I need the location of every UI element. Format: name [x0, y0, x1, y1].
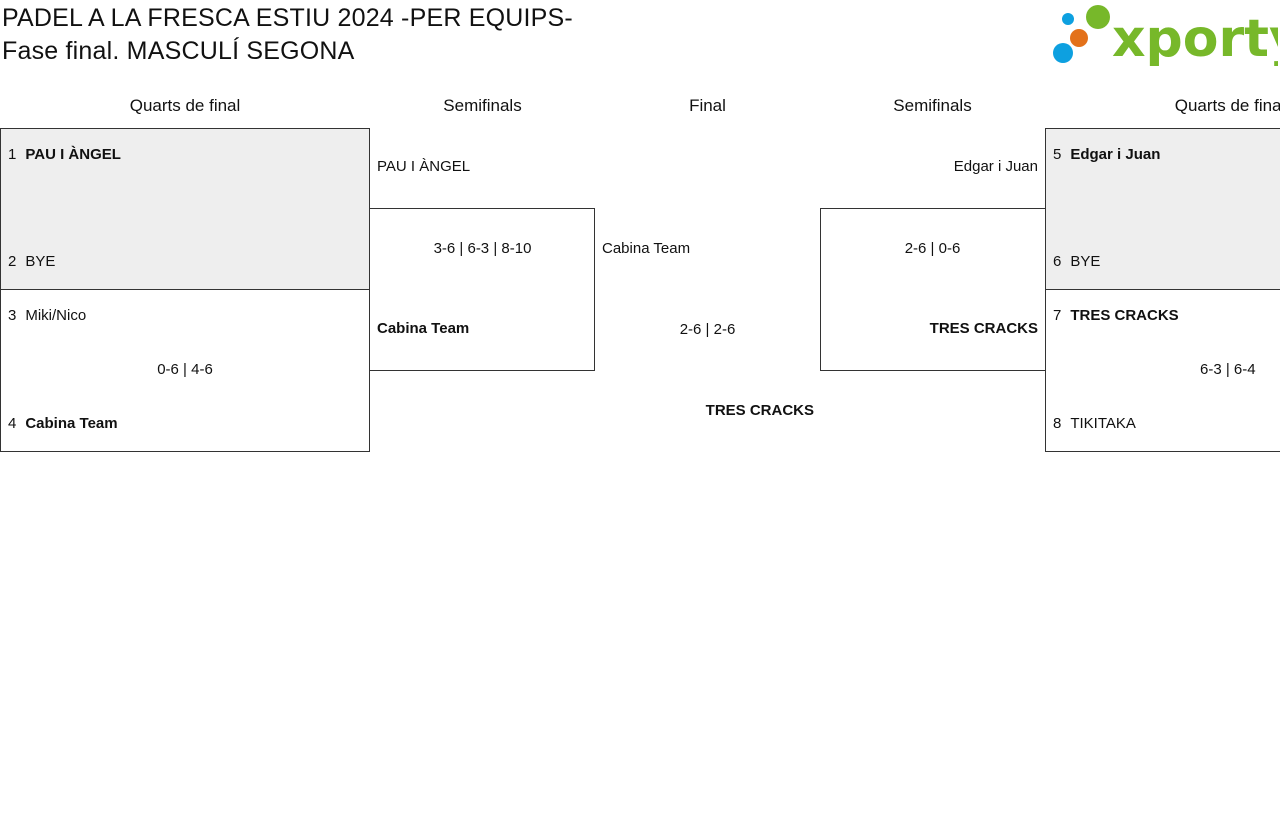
seed-number: 5 — [1053, 146, 1062, 163]
team-name: PAU I ÀNGEL — [25, 146, 121, 163]
match-score-right-qf2: 6-3 | 6-4 — [1200, 361, 1256, 378]
logo-wordmark: xporty — [1112, 9, 1278, 66]
seed-number: 3 — [8, 307, 17, 324]
logo-dot-blue-bottom — [1053, 43, 1073, 63]
round-label-final: Final — [689, 96, 726, 115]
xporty-logo[interactable]: xporty — [1052, 4, 1278, 66]
team-name: TRES CRACKS — [1070, 307, 1179, 324]
logo-dot-blue-top — [1062, 13, 1074, 25]
match-score-right-semi: 2-6 | 0-6 — [904, 240, 961, 257]
logo-dot-green — [1086, 5, 1110, 29]
team-row-right-qf2-b[interactable]: 8 TIKITAKA — [1053, 415, 1136, 432]
team-row-left-qf1-a[interactable]: 1 PAU I ÀNGEL — [8, 146, 121, 163]
match-card-right-qf1[interactable] — [1045, 128, 1280, 290]
team-name: Cabina Team — [25, 415, 118, 432]
page-title: PADEL A LA FRESCA ESTIU 2024 -PER EQUIPS… — [2, 2, 573, 68]
title-line-1: PADEL A LA FRESCA ESTIU 2024 -PER EQUIPS… — [2, 4, 573, 32]
team-row-right-qf1-a[interactable]: 5 Edgar i Juan — [1053, 146, 1160, 163]
team-name: BYE — [1070, 253, 1101, 270]
match-score-final: 2-6 | 2-6 — [679, 321, 736, 338]
round-label-left-quarters: Quarts de final — [129, 96, 241, 115]
match-card-right-semi[interactable] — [820, 208, 1046, 371]
seed-number: 1 — [8, 146, 17, 163]
match-score-left-semi: 3-6 | 6-3 | 8-10 — [433, 240, 532, 257]
match-score-left-qf2: 0-6 | 4-6 — [157, 361, 213, 378]
match-card-left-semi[interactable] — [369, 208, 595, 371]
team-row-left-qf1-b[interactable]: 2 BYE — [8, 253, 55, 270]
final-team-a[interactable]: Cabina Team — [602, 240, 691, 257]
logo-dot-orange — [1070, 29, 1088, 47]
match-card-left-qf1[interactable] — [0, 128, 370, 290]
seed-number: 4 — [8, 415, 17, 432]
round-label-right-semis: Semifinals — [893, 96, 972, 115]
left-semi-team-a[interactable]: PAU I ÀNGEL — [377, 158, 471, 175]
team-name: Miki/Nico — [25, 307, 87, 324]
seed-number: 2 — [8, 253, 17, 270]
match-card-right-qf2[interactable] — [1045, 289, 1280, 452]
team-row-right-qf1-b[interactable]: 6 BYE — [1053, 253, 1100, 270]
round-label-right-quarters: Quarts de final — [1174, 96, 1280, 115]
team-name: Edgar i Juan — [1070, 146, 1161, 163]
team-name: TIKITAKA — [1070, 415, 1136, 432]
seed-number: 7 — [1053, 307, 1062, 324]
right-semi-team-b[interactable]: TRES CRACKS — [929, 320, 1038, 337]
team-name: BYE — [25, 253, 56, 270]
team-row-right-qf2-a[interactable]: 7 TRES CRACKS — [1053, 307, 1179, 324]
round-label-left-semis: Semifinals — [443, 96, 522, 115]
title-line-2: Fase final. MASCULÍ SEGONA — [2, 37, 355, 65]
team-row-left-qf2-a[interactable]: 3 Miki/Nico — [8, 307, 86, 324]
left-semi-team-b[interactable]: Cabina Team — [377, 320, 470, 337]
seed-number: 8 — [1053, 415, 1062, 432]
seed-number: 6 — [1053, 253, 1062, 270]
team-row-left-qf2-b[interactable]: 4 Cabina Team — [8, 415, 118, 432]
right-semi-team-a[interactable]: Edgar i Juan — [953, 158, 1038, 175]
final-team-b[interactable]: TRES CRACKS — [705, 402, 814, 419]
